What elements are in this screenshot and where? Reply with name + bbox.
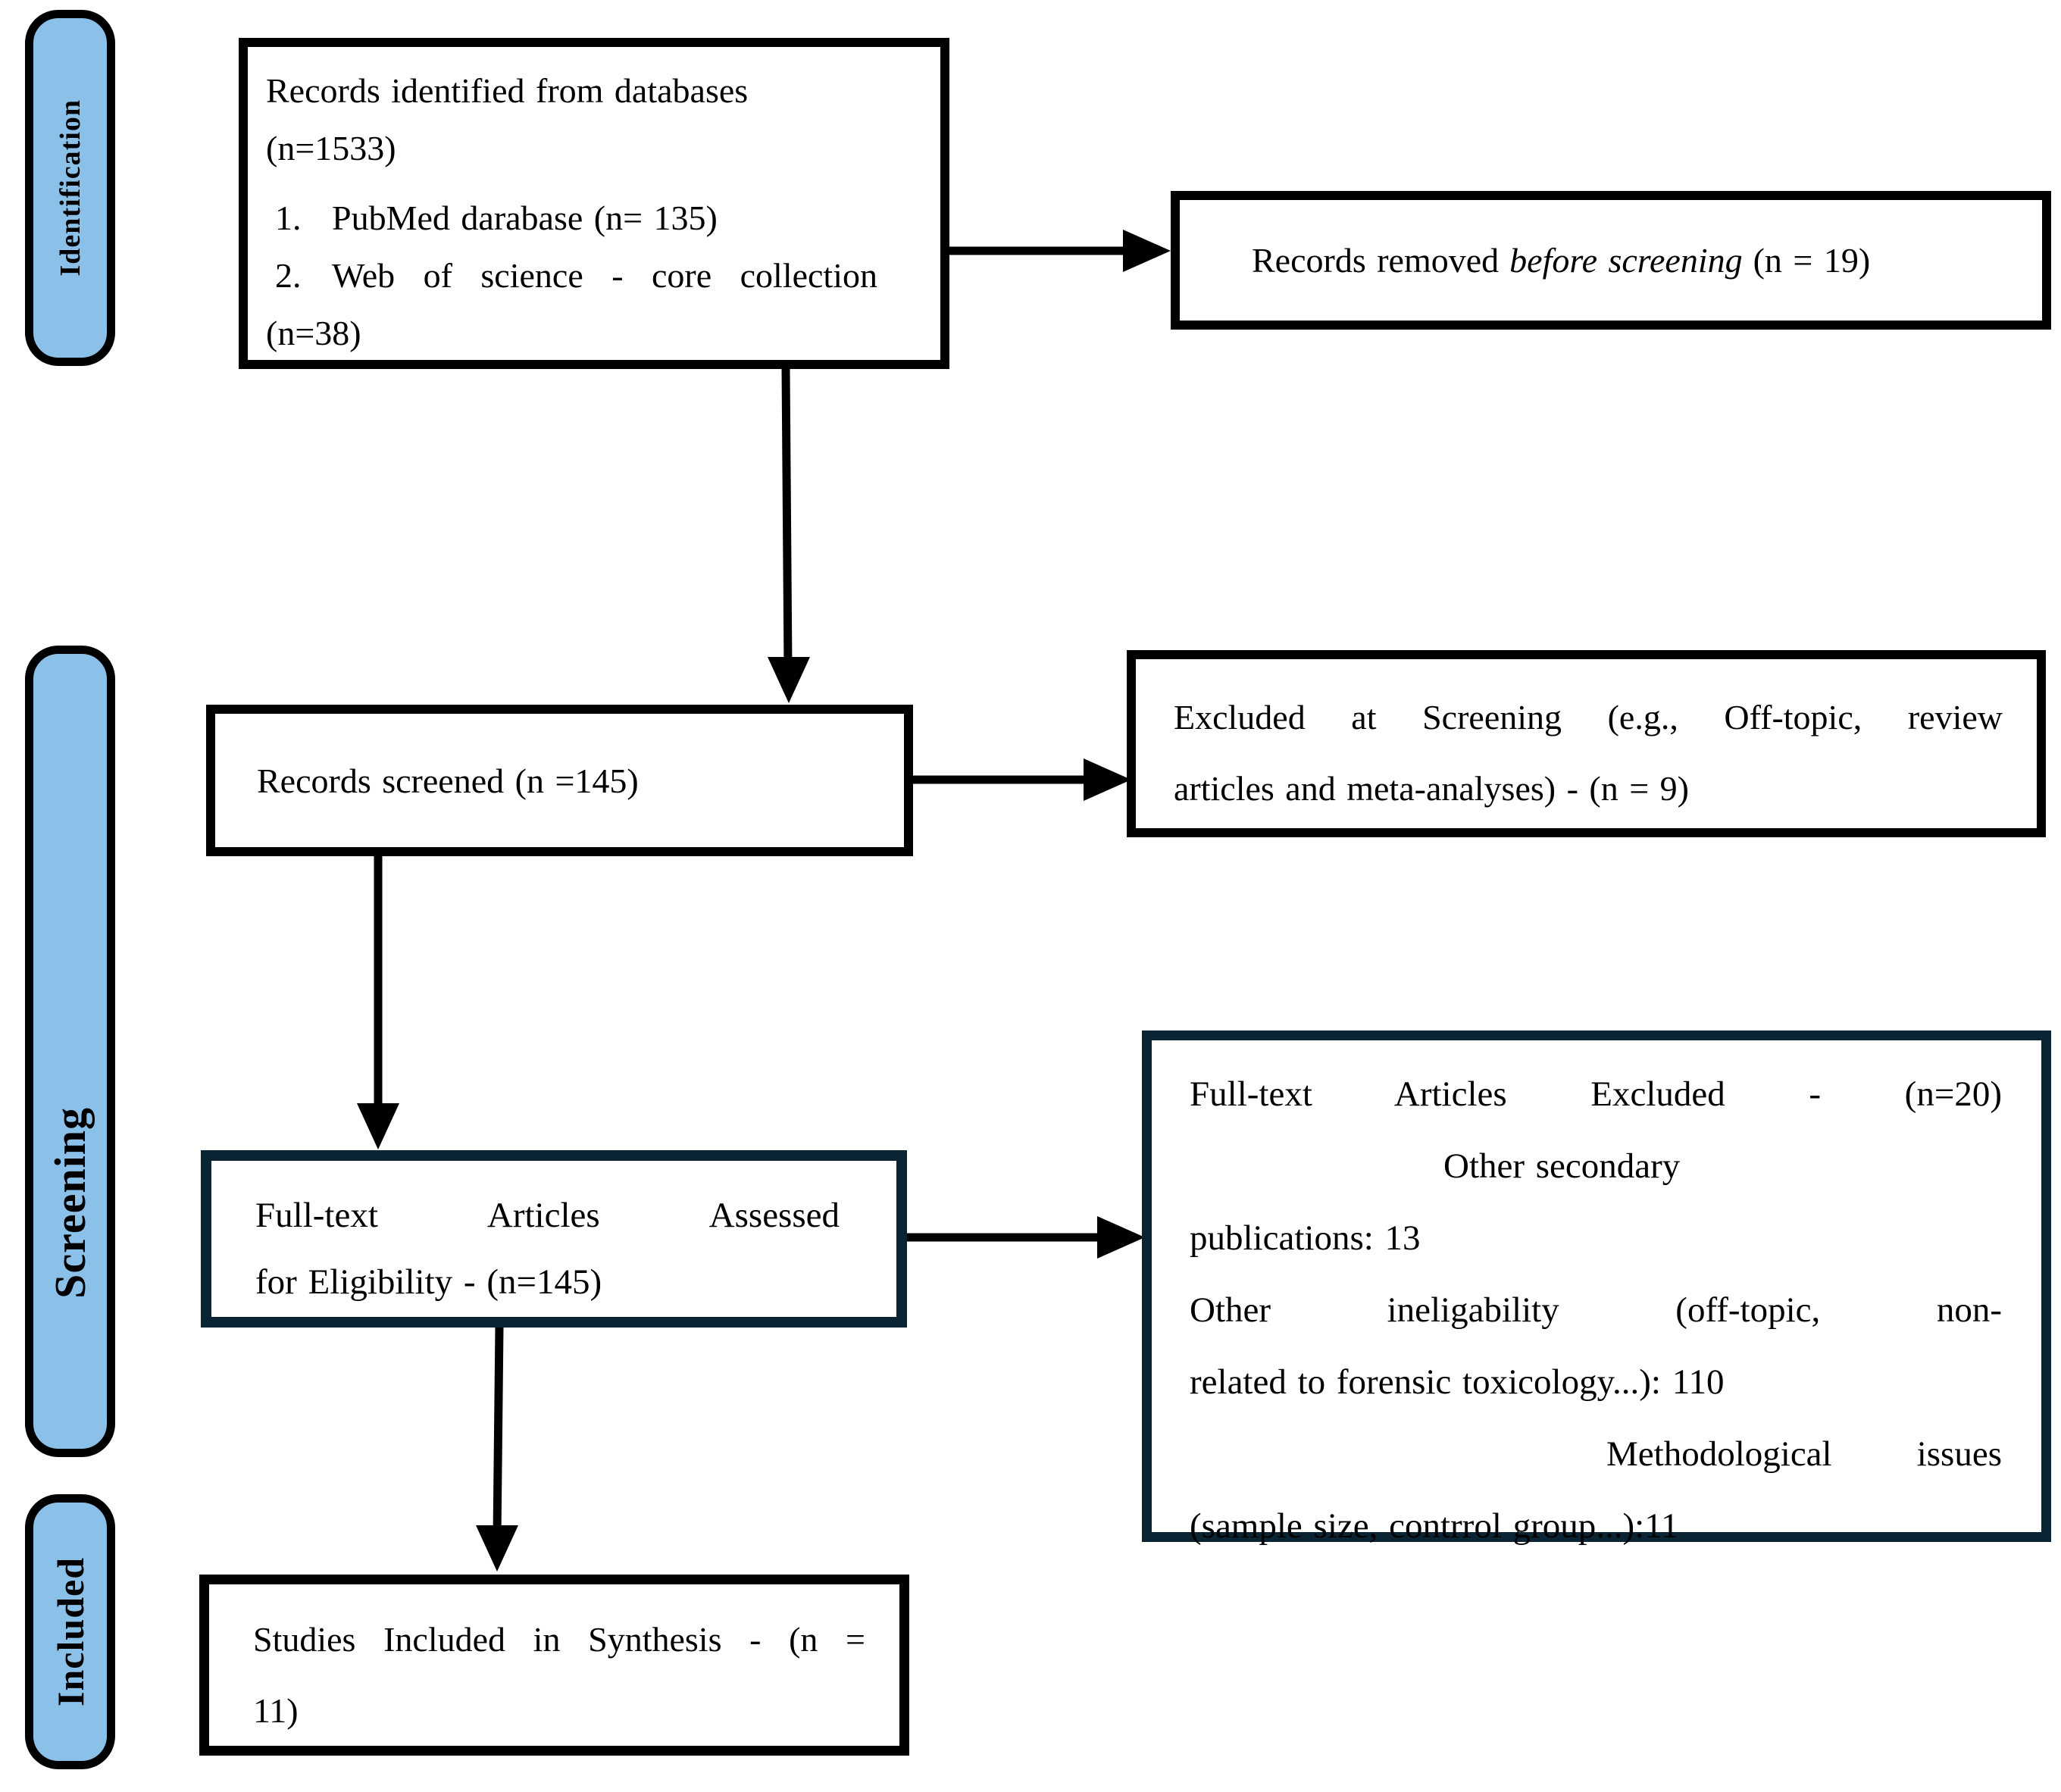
records-identified-title: Records identified from databases xyxy=(266,71,749,110)
database-list: 1. PubMed darabase (n= 135) 2. Web of sc… xyxy=(266,189,919,362)
records-removed-post: (n = 19) xyxy=(1753,241,1871,280)
fulltext-assessed-line2: for Eligibility - (n=145) xyxy=(255,1262,602,1302)
records-screened-text: Records screened (n =145) xyxy=(257,761,639,800)
list-item-text: Web of science - core collection xyxy=(332,256,877,295)
fulltext-excluded-line7: (sample size, contrrol group...):11 xyxy=(1190,1506,1679,1546)
list-item: 2. Web of science - core collection xyxy=(266,247,919,305)
list-item-continuation: (n=38) xyxy=(266,314,361,352)
records-removed-pre: Records removed xyxy=(1252,241,1500,280)
arrow-identified-to-screened xyxy=(768,368,810,703)
studies-included-box: Studies Included in Synthesis - (n = 11) xyxy=(199,1575,909,1756)
arrow-identified-to-removed xyxy=(949,230,1171,272)
arrow-fulltext-to-included xyxy=(476,1327,518,1572)
excluded-screening-line2: articles and meta-analyses) - (n = 9) xyxy=(1174,769,1689,808)
records-removed-italic: before screening xyxy=(1509,241,1743,280)
fulltext-excluded-line5: related to forensic toxicology...): 110 xyxy=(1190,1362,1725,1402)
fulltext-excluded-line3: publications: 13 xyxy=(1190,1218,1421,1258)
fulltext-assessed-box: Full-text Articles Assessed for Eligibil… xyxy=(201,1150,907,1328)
fulltext-excluded-line4: Other ineligability (off-topic, non- xyxy=(1190,1290,2002,1330)
excluded-at-screening-box: Excluded at Screening (e.g., Off-topic, … xyxy=(1127,650,2046,837)
fulltext-excluded-box: Full-text Articles Excluded - (n=20) Oth… xyxy=(1142,1030,2051,1546)
records-screened-box: Records screened (n =145) xyxy=(206,705,913,856)
fulltext-assessed-line1: Full-text Articles Assessed xyxy=(255,1196,840,1235)
arrow-fulltext-to-excluded xyxy=(907,1216,1145,1259)
arrow-screened-to-fulltext xyxy=(357,856,399,1149)
fulltext-excluded-line6: Methodological issues xyxy=(1606,1434,2002,1474)
records-identified-box: Records identified from databases (n=153… xyxy=(239,38,949,369)
stage-tab-included: Included xyxy=(25,1494,115,1769)
records-identified-count: (n=1533) xyxy=(266,129,396,167)
stage-tab-screening: Screening xyxy=(25,646,115,1457)
list-item-number: 1. xyxy=(275,199,302,237)
studies-included-line1: Studies Included in Synthesis - (n = xyxy=(253,1620,865,1659)
stage-tab-identification: Identification xyxy=(25,10,115,366)
fulltext-excluded-line1: Full-text Articles Excluded - (n=20) xyxy=(1190,1074,2002,1114)
excluded-screening-line1: Excluded at Screening (e.g., Off-topic, … xyxy=(1174,698,2003,737)
list-item-text: PubMed darabase (n= 135) xyxy=(332,199,718,237)
list-item: 1. PubMed darabase (n= 135) xyxy=(266,189,919,247)
fulltext-excluded-line2: Other secondary xyxy=(1443,1146,1681,1186)
studies-included-line2: 11) xyxy=(253,1691,299,1730)
arrow-screened-to-excluded xyxy=(913,758,1131,801)
list-item-number: 2. xyxy=(275,256,302,295)
